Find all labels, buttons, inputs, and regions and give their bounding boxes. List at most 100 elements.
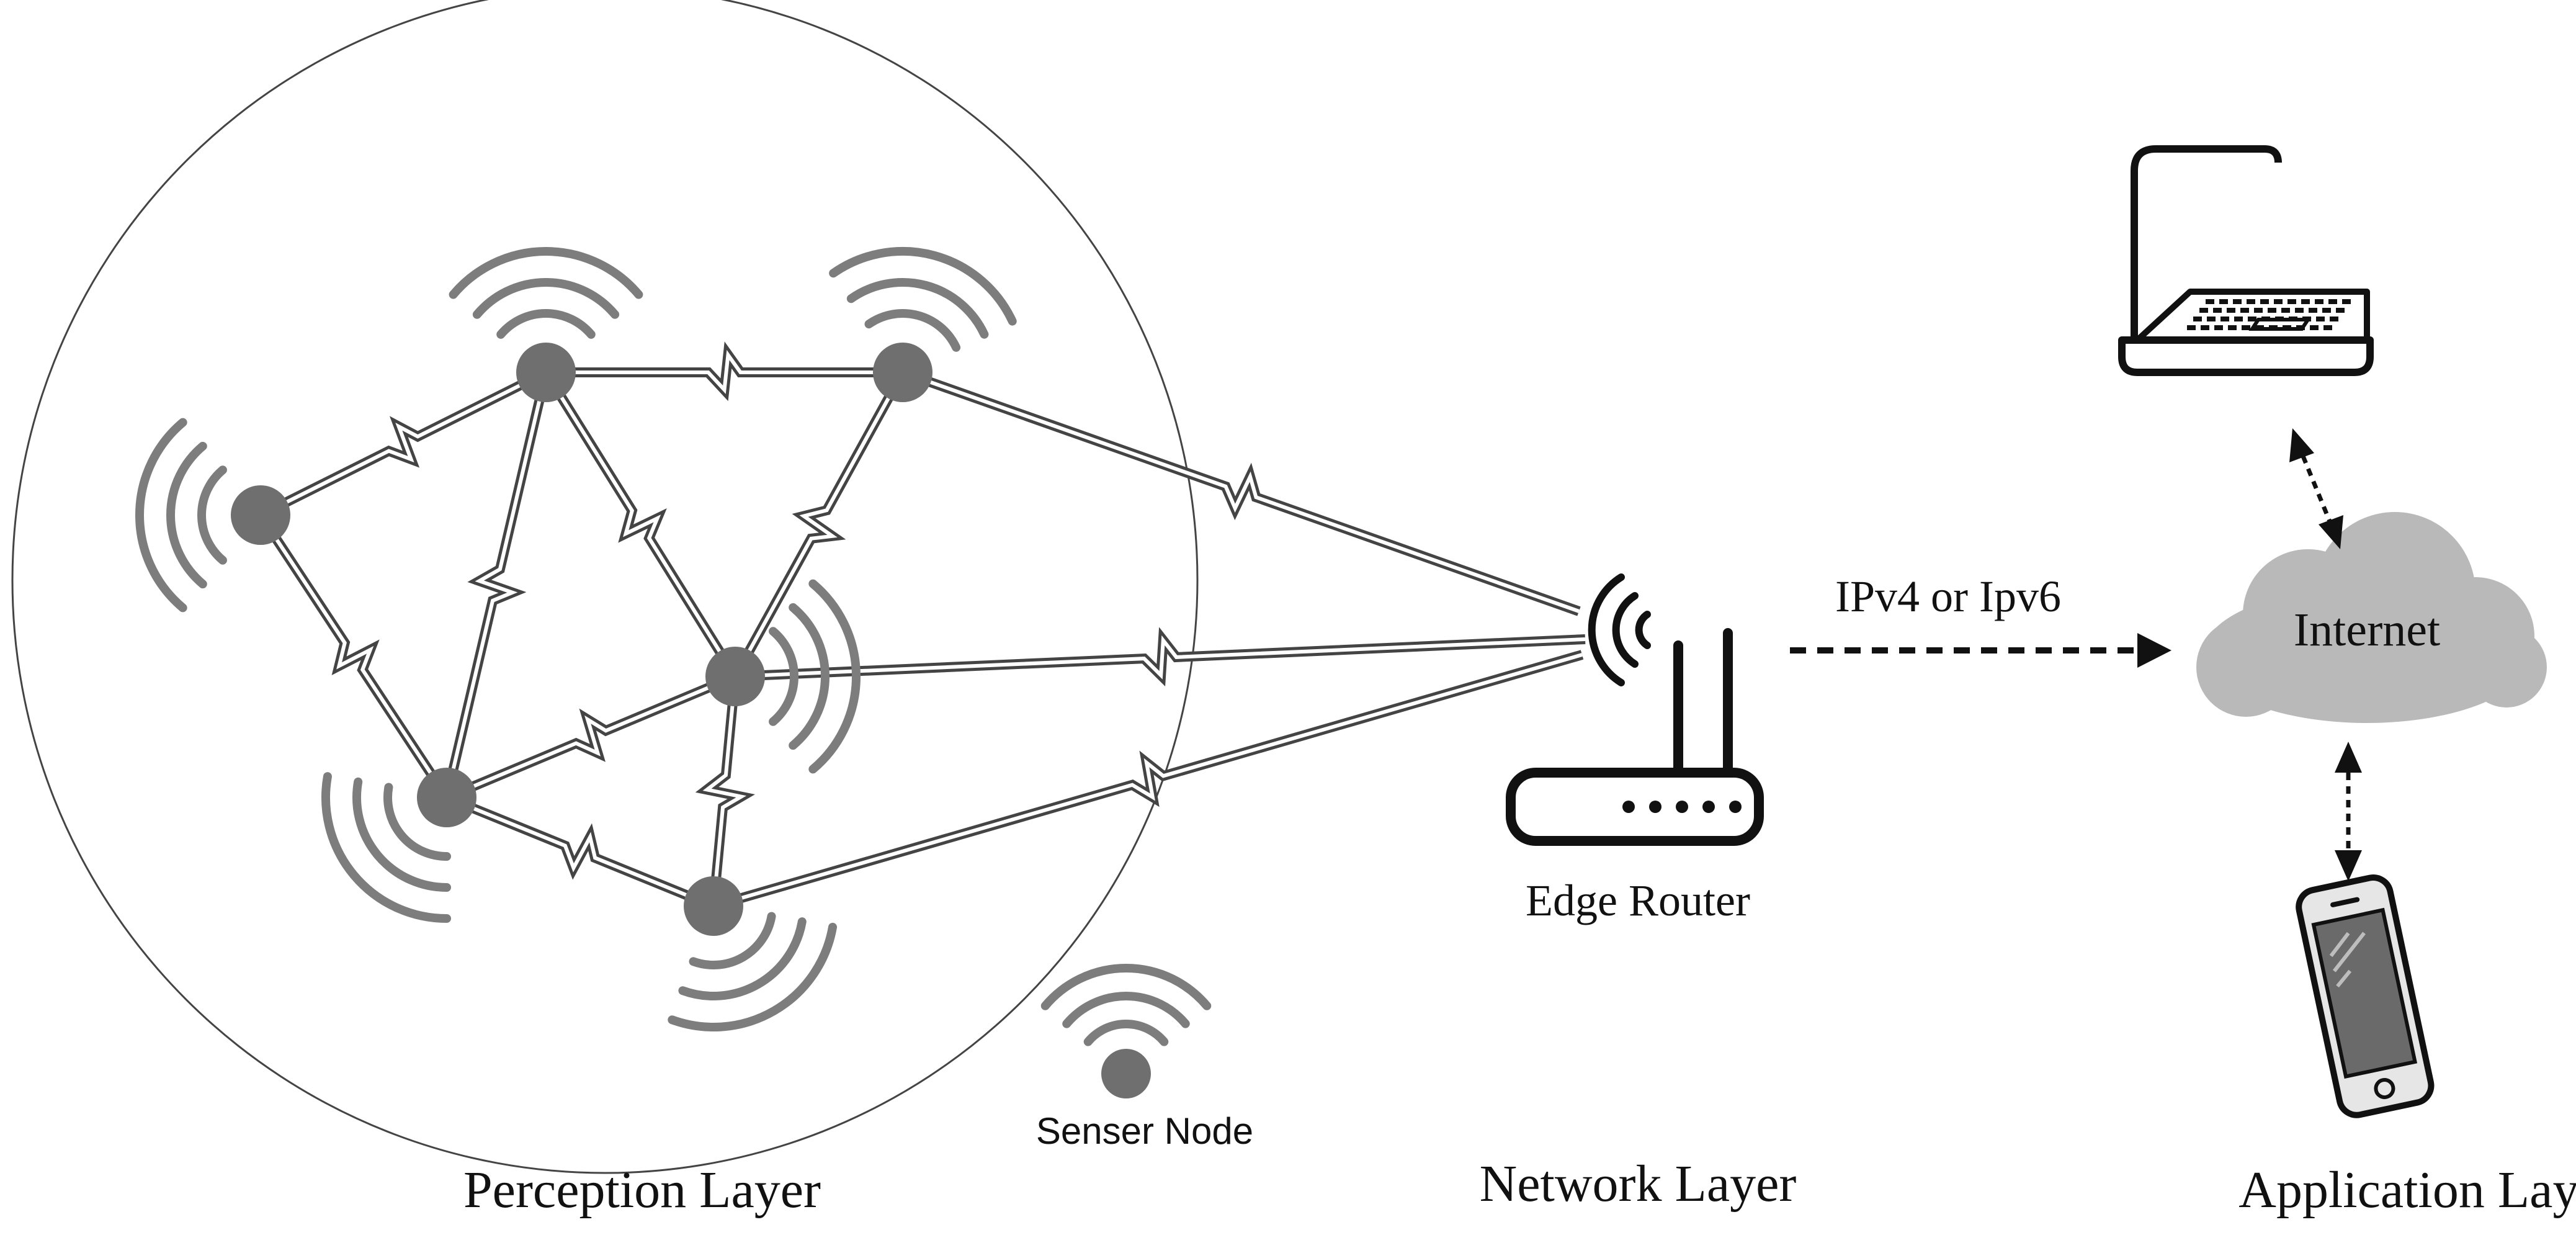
sensor-node-f <box>668 876 838 1031</box>
link-e-d-inner <box>445 675 736 799</box>
link-a-b-inner <box>259 370 547 517</box>
laptop-key <box>2213 308 2222 313</box>
radio-wave-3 <box>668 922 838 1031</box>
laptop-key <box>2322 308 2331 313</box>
laptop-cloud-arrow <box>2301 455 2332 523</box>
radio-wave-1 <box>496 309 596 339</box>
phone-glare <box>2329 932 2350 958</box>
link-e-f-inner <box>445 796 715 908</box>
radio-wave-3 <box>449 247 643 299</box>
link-f-router-inner <box>713 653 1583 908</box>
sensor-node-icon <box>516 343 576 402</box>
link-d-f-inner <box>702 676 747 907</box>
sensor-node-c <box>829 247 1017 402</box>
laptop-key <box>2248 317 2256 321</box>
phone-glare <box>2332 932 2366 972</box>
sensor-node-b <box>449 247 643 402</box>
laptop-key <box>2260 299 2269 304</box>
sensor-node-a <box>135 418 290 613</box>
phone-speaker <box>2330 897 2360 907</box>
link-b-d-inner <box>544 371 737 678</box>
protocol-arrow-head <box>2137 633 2171 668</box>
radio-wave-2 <box>1062 991 1190 1028</box>
laptop-key <box>2234 317 2243 321</box>
laptop-key <box>2199 308 2208 313</box>
laptop-key <box>2274 299 2283 304</box>
laptop-key <box>2207 317 2216 321</box>
laptop-key <box>2206 299 2214 304</box>
internet-label: Internet <box>2294 604 2440 656</box>
sensor-node-icon <box>1101 1049 1151 1098</box>
radio-wave-1 <box>197 465 227 565</box>
radio-wave-3 <box>1040 964 1212 1010</box>
link-b-e-inner <box>445 372 548 798</box>
laptop-key <box>2240 308 2249 313</box>
laptop-key <box>2342 299 2351 304</box>
laptop-key <box>2315 299 2323 304</box>
laptop-key <box>2336 308 2345 313</box>
laptop-base <box>2118 336 2374 376</box>
radio-wave-3 <box>808 579 861 774</box>
laptop-key <box>2187 325 2196 330</box>
laptop-key <box>2288 299 2296 304</box>
sensor-node-icon <box>417 768 476 827</box>
radio-wave-3 <box>135 418 187 613</box>
radio-wave-2 <box>678 917 807 1000</box>
phone-screen <box>2311 907 2418 1079</box>
radio-wave-2 <box>166 441 207 589</box>
radio-wave-2 <box>846 278 989 339</box>
laptop-key <box>2220 317 2229 321</box>
laptop-key <box>2219 299 2228 304</box>
sensor-node-icon <box>705 647 765 706</box>
application-layer-label: Application Layer <box>2238 1161 2576 1219</box>
link-b-c-inner <box>546 349 903 394</box>
radio-wave-2 <box>352 777 451 892</box>
laptop-key <box>2201 325 2209 330</box>
laptop-key <box>2281 308 2290 313</box>
sensor-node-d <box>705 579 861 774</box>
network-layer-label: Network Layer <box>1480 1155 1797 1213</box>
laptop-key <box>2193 317 2202 321</box>
laptop-key <box>2328 299 2337 304</box>
protocol-label: IPv4 or Ipv6 <box>1835 572 2061 621</box>
link-a-e-inner <box>259 514 449 799</box>
smartphone-icon <box>2296 874 2435 1118</box>
laptop-icon <box>2118 145 2374 376</box>
radio-wave-1 <box>689 912 776 969</box>
phone-glare <box>2336 969 2352 988</box>
sensor-nodes <box>135 247 1017 1031</box>
laptop-key <box>2254 308 2263 313</box>
sensor-links <box>256 341 1586 911</box>
laptop-lid <box>2131 145 2282 338</box>
perception-layer-label: Perception Layer <box>463 1161 821 1219</box>
laptop-key <box>2309 308 2317 313</box>
laptop-key <box>2301 299 2310 304</box>
perception-layer-boundary <box>11 0 1199 1174</box>
radio-wave-1 <box>864 309 961 352</box>
laptop-deck <box>2135 289 2370 343</box>
radio-wave-1 <box>1083 1020 1169 1046</box>
link-c-router-inner <box>902 370 1580 613</box>
radio-wave-1 <box>769 627 798 726</box>
laptop-key <box>2295 308 2304 313</box>
wifi-router-icon <box>1506 573 1764 846</box>
laptop-key <box>2316 317 2325 321</box>
link-c-d-inner <box>733 371 905 678</box>
radio-wave-3 <box>321 772 451 923</box>
cloud-icon <box>2196 512 2547 723</box>
radio-wave-2 <box>472 278 620 319</box>
laptop-touchpad <box>2248 318 2312 331</box>
laptop-key <box>2242 325 2250 330</box>
phone-home-button <box>2374 1078 2395 1100</box>
laptop-key <box>2310 325 2319 330</box>
sensor-node-icon <box>231 485 290 545</box>
radio-wave-3 <box>829 247 1017 326</box>
radio-wave-1 <box>383 783 451 861</box>
link-d-router-inner <box>735 635 1586 680</box>
edge-router-label: Edge Router <box>1526 876 1750 925</box>
laptop-key <box>2214 325 2223 330</box>
laptop-key <box>2233 299 2242 304</box>
sensor-node-icon <box>873 343 932 402</box>
